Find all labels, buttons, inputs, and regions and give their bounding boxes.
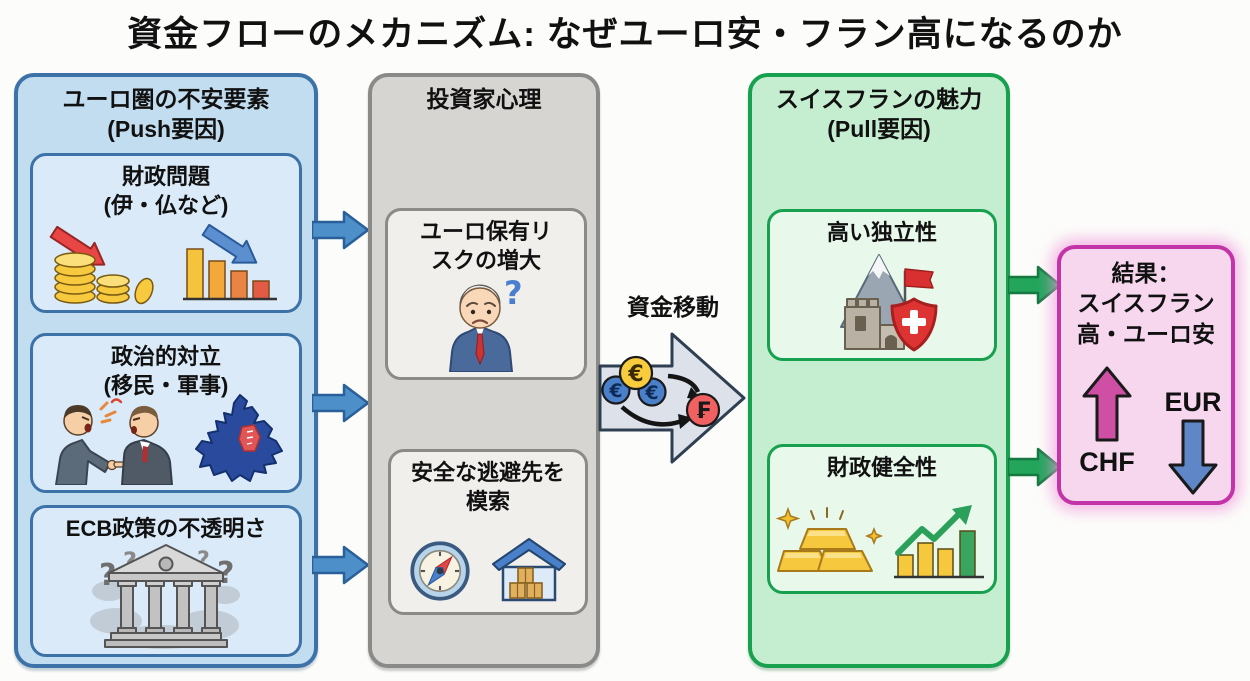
pull-panel-header: スイスフランの魅力 (Pull要因): [752, 85, 1006, 145]
chf-up-arrow: [1082, 366, 1132, 442]
card-fiscal-title-line2: (伊・仏など): [103, 192, 229, 218]
card-fiscal-soundness: 財政健全性: [767, 444, 997, 594]
page-title: 資金フローのメカニズム: なぜユーロ安・フラン高になるのか: [127, 15, 1123, 54]
money-flow-label: 資金移動: [627, 294, 719, 320]
pull-header-line2: (Pull要因): [827, 115, 931, 142]
pull-header-line1: スイスフランの魅力: [775, 86, 983, 112]
franc-coin-symbol: ₣: [695, 399, 710, 424]
arguing-men-icon: [54, 398, 173, 485]
card-independence-title: 高い独立性: [770, 219, 994, 248]
euro-coin-symbol: €: [608, 380, 622, 402]
eur-label: EUR: [1164, 387, 1222, 417]
card-ecb-title: ECB政策の不透明さ: [33, 515, 299, 544]
independence-icon-row: [770, 251, 994, 355]
eur-down-arrow: [1168, 419, 1218, 495]
result-text: 結果： スイスフラン 高・ユーロ安: [1061, 258, 1231, 349]
push-arrow-1: [312, 210, 370, 250]
card-fiscal-soundness-text: 財政健全性: [826, 455, 937, 480]
push-panel-header: ユーロ圏の不安要素 (Push要因): [18, 85, 314, 145]
push-factors-panel: ユーロ圏の不安要素 (Push要因) 財政問題 (伊・仏など): [14, 73, 318, 668]
worried-investor-icon: ?: [449, 274, 523, 372]
card-political-title-line1: 政治的対立: [110, 344, 221, 369]
investor-psychology-panel: 投資家心理 ユーロ保有リ スクの増大 ?: [368, 73, 879, 668]
eu-map-icon: [195, 394, 284, 482]
card-euro-risk-title: ユーロ保有リ スクの増大: [388, 218, 584, 275]
card-fiscal-title-line1: 財政問題: [121, 164, 210, 189]
euro-coin-symbol: €: [644, 382, 658, 404]
card-euro-risk-line1: ユーロ保有リ: [419, 219, 552, 244]
fiscal-icon-row: [33, 217, 299, 305]
pull-arrow-1: [1008, 265, 1062, 305]
card-political-conflict: 政治的対立 (移民・軍事): [30, 333, 302, 493]
ecb-icon-row: ? ? ? ?: [33, 539, 299, 649]
rising-chart-icon: [894, 505, 984, 579]
push-header-line2: (Push要因): [107, 115, 225, 142]
push-arrow-2: [312, 383, 370, 423]
question-mark-glyph: ?: [504, 274, 523, 312]
card-fiscal-problems: 財政問題 (伊・仏など): [30, 153, 302, 313]
card-safe-haven-line1: 安全な逃避先を: [410, 460, 565, 485]
push-header-line1: ユーロ圏の不安要素: [62, 86, 270, 112]
card-euro-risk: ユーロ保有リ スクの増大 ?: [385, 208, 587, 380]
card-fiscal-title: 財政問題 (伊・仏など): [33, 163, 299, 220]
bank-question-icon: ? ? ? ?: [90, 544, 240, 649]
result-line3: 高・ユーロ安: [1077, 320, 1215, 347]
result-box: 結果： スイスフラン 高・ユーロ安 CHF EUR: [1057, 245, 1235, 505]
pull-factors-panel: スイスフランの魅力 (Pull要因) 高い独立性: [748, 73, 1010, 668]
chf-label: CHF: [1079, 447, 1135, 477]
question-mark-glyph: ?: [99, 558, 116, 593]
card-political-title: 政治的対立 (移民・軍事): [33, 343, 299, 400]
money-flow-icon: € € € ₣: [598, 332, 746, 464]
compass-icon: [410, 541, 470, 601]
investor-header-text: 投資家心理: [426, 86, 542, 112]
card-ecb-title-line1: ECB政策の不透明さ: [65, 516, 267, 541]
political-icon-row: [33, 393, 299, 485]
fortress-shield-icon: [840, 254, 938, 352]
push-arrow-3: [312, 545, 370, 585]
gold-bars-icon: [775, 506, 884, 572]
fiscal-soundness-icon-row: [770, 503, 994, 583]
card-fiscal-soundness-title: 財政健全性: [770, 454, 994, 483]
euro-coin-symbol: €: [627, 362, 643, 387]
safe-haven-icon-row: [391, 537, 585, 603]
card-independence: 高い独立性: [767, 209, 997, 361]
card-safe-haven-line2: 模索: [465, 488, 510, 514]
euro-risk-icon-row: ?: [388, 272, 584, 372]
investor-panel-header: 投資家心理: [372, 85, 596, 115]
coins-decline-icon: [49, 225, 154, 305]
result-line2: スイスフラン: [1077, 290, 1215, 317]
safe-house-icon: [491, 538, 566, 602]
card-political-title-line2: (移民・軍事): [103, 372, 229, 398]
pull-arrow-2: [1008, 447, 1062, 487]
result-line1: 結果：: [1111, 260, 1181, 286]
question-mark-glyph: ?: [217, 556, 234, 591]
card-euro-risk-line2: スクの増大: [430, 247, 541, 273]
card-ecb-policy: ECB政策の不透明さ ? ? ? ?: [30, 505, 302, 657]
declining-chart-icon: [183, 223, 277, 301]
card-independence-text: 高い独立性: [826, 220, 937, 245]
card-safe-haven: 安全な逃避先を 模索: [388, 449, 588, 615]
card-safe-haven-title: 安全な逃避先を 模索: [391, 459, 585, 516]
